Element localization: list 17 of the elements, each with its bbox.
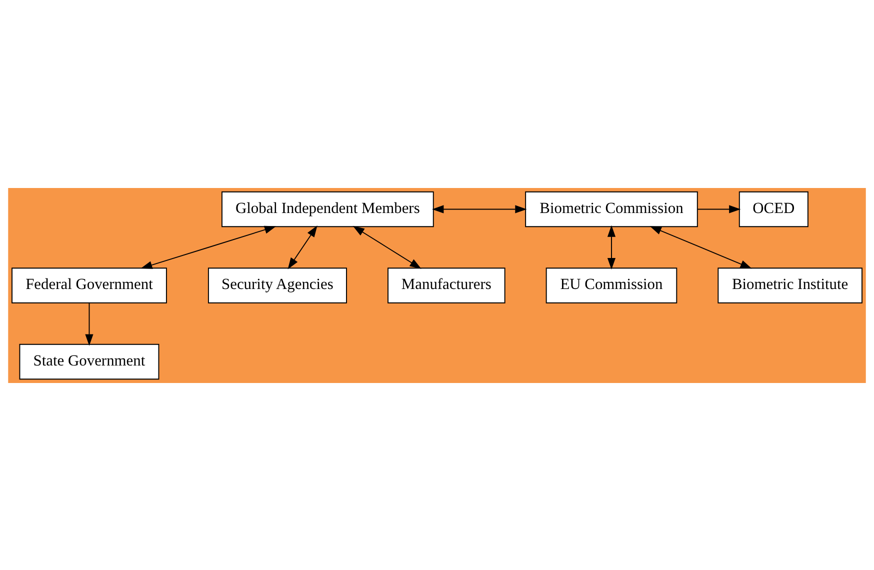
- arrow: [352, 225, 422, 268]
- node-box: Security Agencies: [208, 267, 347, 303]
- arrow: [697, 204, 741, 213]
- arrow: [650, 226, 752, 268]
- node-box: Manufacturers: [388, 267, 506, 303]
- node-box: Federal Government: [12, 267, 167, 303]
- node-box: Biometric Institute: [718, 267, 862, 303]
- node-box: State Government: [19, 343, 160, 380]
- arrow: [85, 302, 94, 346]
- node-box: Global Independent Members: [221, 190, 434, 227]
- node-box: Biometric Commission: [525, 190, 698, 227]
- arrow: [432, 204, 527, 213]
- arrow: [607, 224, 616, 270]
- arrow: [140, 225, 276, 268]
- node-box: OCED: [738, 190, 808, 227]
- arrow: [288, 224, 318, 269]
- node-box: EU Commission: [546, 267, 678, 303]
